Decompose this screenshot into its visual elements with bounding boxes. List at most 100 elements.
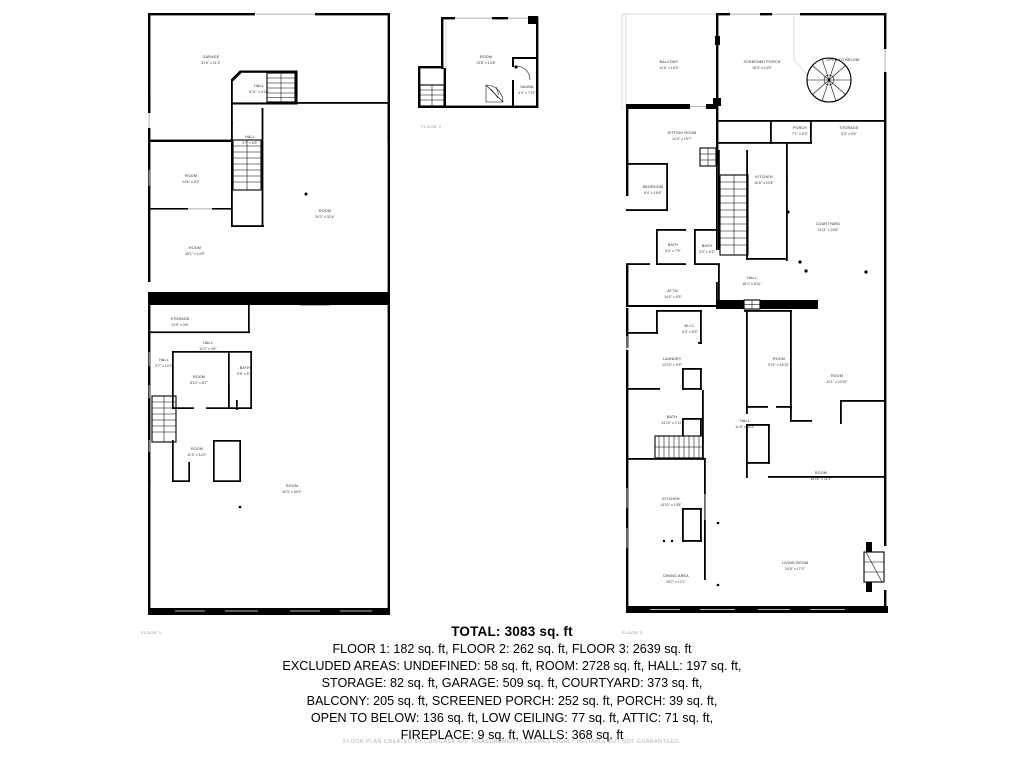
floor1-marker	[304, 192, 308, 196]
room-label: BEDROOM	[643, 185, 663, 189]
floor3-lower-left	[626, 460, 720, 610]
floor1-upper-hall	[231, 70, 298, 105]
floor3-balcony	[621, 13, 716, 110]
room-label: ROOM	[193, 375, 205, 379]
room-dim: 11'8" x 53'3"	[735, 425, 755, 429]
room-dim: 14'9" x 3'6"	[171, 323, 189, 327]
excluded-areas-line-2: STORAGE: 82 sq. ft, GARAGE: 509 sq. ft, …	[321, 676, 703, 691]
floor3-wic-laundry	[626, 308, 702, 390]
room-dim: 5'3" x 5'5"	[841, 132, 857, 136]
floor3-bath-stair	[626, 390, 706, 460]
room-label: ROOM	[189, 246, 201, 250]
room-dim: 15'1" x 14'9"	[185, 252, 205, 256]
room-label: HALL	[254, 84, 264, 88]
floor1-room-bath	[172, 351, 252, 410]
floor-1-tag: FLOOR 1	[141, 630, 162, 635]
floor1-marker	[238, 505, 242, 509]
room-dim: 18'1" x 8'11"	[742, 282, 762, 286]
floor1-mid-hall-stair	[231, 104, 264, 227]
room-label: BATH	[240, 366, 250, 370]
floor3-top-walls	[713, 13, 887, 106]
room-dim: 19'8" x 14'8"	[476, 61, 496, 65]
room-label: SCREENED PORCH	[743, 60, 780, 64]
room-label: STORAGE	[170, 317, 189, 321]
room-label: OPEN TO BELOW	[827, 58, 860, 62]
room-label: HALL	[159, 358, 169, 362]
floor3-fireplace	[863, 542, 885, 592]
floor3-bedroom	[626, 163, 668, 211]
room-dim: 3'7" x 6'5"	[242, 141, 258, 145]
excluded-areas-line-4: OPEN TO BELOW: 136 sq. ft, LOW CEILING: …	[310, 710, 714, 725]
room-label: ROOM	[185, 174, 197, 178]
room-dim: 5'11" x 4'11"	[249, 90, 269, 94]
room-label: ROOM	[191, 447, 203, 451]
floors-area-line: FLOOR 1: 182 sq. ft, FLOOR 2: 262 sq. ft…	[332, 642, 692, 656]
room-label: ROOM	[319, 209, 331, 213]
room-dim: 24'6" x 17'0"	[785, 567, 805, 571]
floor-2-tag: FLOOR 2	[421, 124, 442, 129]
room-dim: 11'3" x 14'0"	[187, 453, 207, 457]
room-dim: 15'2" x 12'1"	[666, 580, 686, 584]
floor-1-plan: GARAGE 31'6" x 21'3" HALL 5'11" x 4'11" …	[141, 13, 390, 635]
room-label: KITCHEN	[662, 497, 679, 501]
room-label: GARAGE	[203, 55, 220, 59]
floor1-thick-bands	[148, 292, 390, 307]
floor3-hall-attic	[626, 265, 818, 310]
room-label: ROOM	[831, 374, 843, 378]
floor1-room-11x14	[172, 440, 241, 482]
floor1-main-room-walls	[296, 102, 390, 292]
floor1-garage-walls	[148, 13, 390, 142]
room-dim: 3'7" x 10'2"	[155, 364, 173, 368]
room-label: COURTYARD	[816, 222, 841, 226]
room-dim: 5'0" x 5'9"	[682, 330, 698, 334]
room-label: SITTING ROOM	[668, 131, 697, 135]
room-label: HALL	[245, 135, 255, 139]
floor3-sitting-row	[626, 104, 887, 306]
room-label: PORCH	[793, 126, 807, 130]
room-dim: 5'5" x 8'7"	[237, 372, 253, 376]
room-label: SAUNA	[520, 85, 534, 89]
total-area-label: TOTAL: 3083 sq. ft	[451, 624, 573, 639]
room-label: DINING AREA	[663, 574, 689, 578]
floor3-kitchen-stair	[699, 147, 786, 260]
floor3-spiral-stair	[806, 57, 852, 103]
excluded-areas-line-3: BALCONY: 205 sq. ft, SCREENED PORCH: 252…	[306, 693, 718, 708]
floor3-baths	[626, 229, 720, 265]
room-dim: 4'4" x 7'11"	[518, 91, 536, 95]
floor1-room-labels: GARAGE 31'6" x 21'3" HALL 5'11" x 4'11" …	[155, 55, 335, 494]
floor1-bottom-walls	[148, 292, 390, 615]
floor3-room-labels: BALCONY 14'6" x 14'9" SCREENED PORCH 18'…	[643, 58, 860, 584]
floor-2-plan: ROOM 19'8" x 14'8" SAUNA 4'4" x 7'11" FL…	[418, 16, 539, 129]
room-dim: 9'11" x 15'10"	[768, 363, 790, 367]
room-dim: 6'4" x 7'5"	[665, 249, 681, 253]
room-label: ROOM	[480, 55, 492, 59]
floor3-courtyard	[786, 143, 868, 274]
room-label: LIVING ROOM	[782, 561, 808, 565]
excluded-areas-line-1: EXCLUDED AREAS: UNDEFINED: 58 sq. ft, RO…	[282, 659, 742, 674]
room-dim: 15'10" x 11'9"	[810, 477, 832, 481]
room-dim: 24'2" x 32'4"	[315, 215, 335, 219]
room-label: KITCHEN	[755, 175, 772, 179]
room-dim: 6'4" x 18'6"	[644, 191, 662, 195]
room-label: HALL	[740, 419, 750, 423]
room-label: BALCONY	[660, 60, 679, 64]
room-label: ROOM	[815, 471, 827, 475]
room-dim: 14'6" x 14'9"	[659, 66, 679, 70]
room-dim: 3'3" x 6'3"	[699, 250, 715, 254]
room-label: W.I.C.	[684, 324, 695, 328]
room-label: BATH	[667, 415, 677, 419]
room-label: HALL	[747, 276, 757, 280]
floor3-outer-walls	[626, 306, 888, 613]
room-label: BATH	[702, 244, 712, 248]
floor2-room-labels: ROOM 19'8" x 14'8" SAUNA 4'4" x 7'11"	[476, 55, 536, 95]
creator-credit: FLOOR PLAN CREATED BY CUBICASA APP. MEAS…	[343, 739, 681, 745]
room-dim: 14'10" x 1'11"	[661, 421, 683, 425]
room-label: LAUNDRY	[663, 357, 682, 361]
room-label: STORAGE	[839, 126, 858, 130]
room-label: ROOM	[773, 357, 785, 361]
room-label: ROOM	[286, 484, 298, 488]
room-dim: 30'3" x 50'4"	[282, 490, 302, 494]
room-dim: 14'4" x 19'7"	[672, 137, 692, 141]
